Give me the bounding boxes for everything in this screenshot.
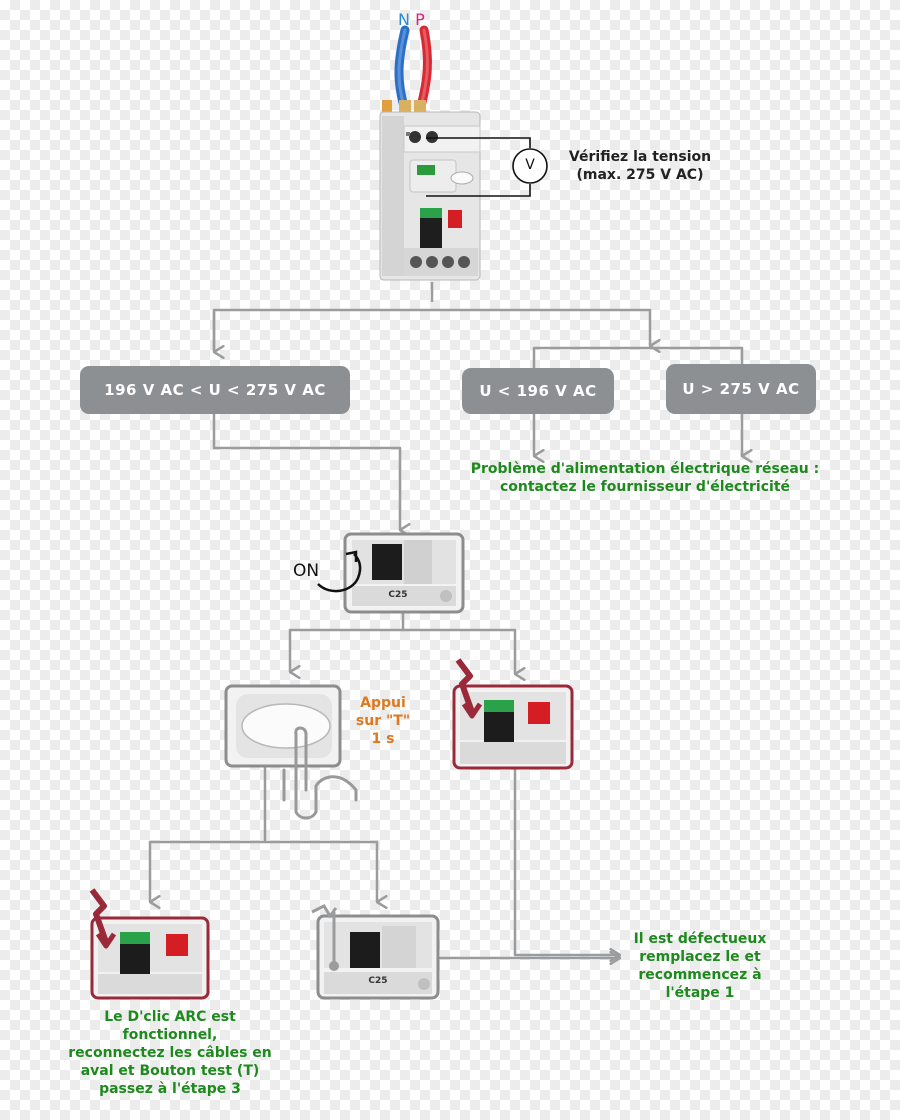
tripped-breaker-image-2 bbox=[89, 888, 210, 1000]
verify-line-1: Vérifiez la tension bbox=[568, 149, 712, 165]
grid-problem-line-1: Problème d'alimentation électrique résea… bbox=[470, 461, 820, 477]
dclic-arc-device bbox=[379, 111, 481, 281]
functional-line-1: Le D'clic ARC est bbox=[104, 1009, 236, 1025]
defective-line-4: l'étape 1 bbox=[665, 985, 735, 1001]
grid-problem-line-2: contactez le fournisseur d'électricité bbox=[499, 479, 791, 495]
range-high-box: U > 275 V AC bbox=[666, 364, 816, 414]
test-button-image bbox=[224, 684, 358, 820]
toggle-lever bbox=[372, 544, 402, 580]
functional-line-5: passez à l'étape 3 bbox=[99, 1081, 241, 1097]
defective-line-2: remplacez le et bbox=[639, 949, 761, 965]
voltmeter-icon bbox=[512, 148, 548, 184]
flow-lines bbox=[148, 282, 742, 958]
test-press-line-1: Appui bbox=[360, 695, 406, 711]
voltmeter-wiring bbox=[426, 137, 548, 197]
reset-breaker-image bbox=[311, 904, 440, 1000]
grid-problem-text: Problème d'alimentation électrique résea… bbox=[440, 460, 850, 496]
pressing-hand-icon bbox=[294, 732, 358, 820]
voltmeter-symbol: V bbox=[525, 157, 535, 173]
tripped-breaker-image bbox=[452, 658, 574, 770]
supply-wires bbox=[382, 25, 432, 116]
functional-line-4: aval et Bouton test (T) bbox=[80, 1063, 260, 1079]
functional-line-2: fonctionnel, bbox=[122, 1027, 218, 1043]
test-press-line-2: sur "T" bbox=[355, 713, 411, 729]
defective-text: Il est défectueux remplacez le et recomm… bbox=[610, 930, 790, 1002]
reset-breaker-rating: C25 bbox=[368, 976, 388, 986]
range-low-box: U < 196 V AC bbox=[462, 368, 614, 414]
verify-voltage-text: Vérifiez la tension (max. 275 V AC) bbox=[550, 148, 730, 184]
range-normal-box: 196 V AC < U < 275 V AC bbox=[80, 366, 350, 414]
functional-text: Le D'clic ARC est fonctionnel, reconnect… bbox=[30, 1008, 310, 1098]
on-arrow bbox=[317, 553, 362, 593]
verify-line-2: (max. 275 V AC) bbox=[576, 167, 704, 183]
on-label: ON bbox=[292, 561, 320, 581]
schneider-logo bbox=[417, 165, 435, 175]
neutral-label: N bbox=[398, 10, 410, 29]
defective-line-1: Il est défectueux bbox=[633, 931, 767, 947]
phase-label: P bbox=[415, 10, 425, 29]
functional-line-3: reconnectez les câbles en bbox=[68, 1045, 272, 1061]
test-button-icon bbox=[450, 171, 474, 185]
lightning-icon bbox=[455, 658, 475, 714]
on-breaker-rating: C25 bbox=[388, 590, 408, 600]
defective-line-3: recommencez à bbox=[638, 967, 762, 983]
on-breaker-image bbox=[317, 532, 465, 614]
test-press-line-3: 1 s bbox=[371, 731, 395, 747]
test-press-text: Appui sur "T" 1 s bbox=[338, 694, 428, 748]
